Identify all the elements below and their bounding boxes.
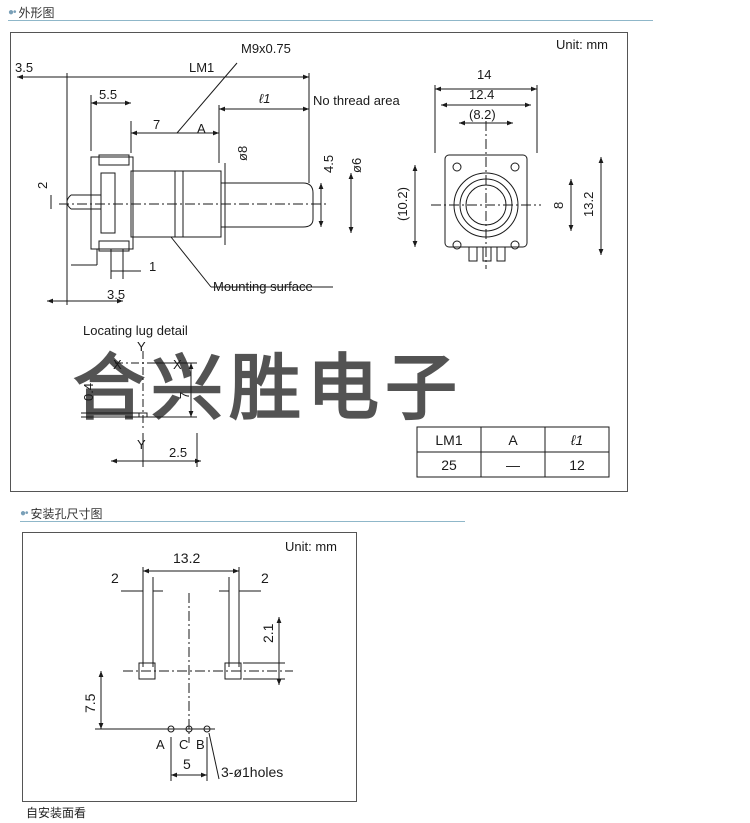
view-note: 自安装面看	[26, 806, 87, 820]
dim-a: A	[197, 121, 206, 136]
dim-7: 7	[153, 117, 160, 132]
lug-detail-title: Locating lug detail	[83, 323, 188, 338]
table-header-l1: ℓ1	[570, 432, 583, 448]
dim-8-2: (8.2)	[469, 107, 496, 122]
section-title-mounting: 安装孔尺寸图	[30, 507, 103, 521]
section-title-outline: 外形图	[18, 6, 55, 20]
dim-13-2: 13.2	[581, 192, 596, 217]
lug-y-top: Y	[137, 339, 146, 354]
dim-2-left: 2	[111, 570, 119, 586]
dim-5: 5	[183, 756, 191, 772]
bullet-icon: ●•	[20, 508, 28, 519]
thread-label: M9x0.75	[241, 41, 291, 56]
pin-c-label: C	[179, 737, 188, 752]
dim-1: 1	[149, 259, 156, 274]
lug-detail	[81, 351, 201, 467]
dim-13-2-mount: 13.2	[173, 550, 200, 566]
lug-dim-7: 7	[177, 392, 192, 399]
section-divider	[8, 20, 653, 21]
dim-2-right: 2	[261, 570, 269, 586]
lug-y-bottom: Y	[137, 437, 146, 452]
bullet-icon: ●•	[8, 7, 16, 18]
table-cell-l1: 12	[569, 457, 585, 473]
dim-8: 8	[551, 202, 566, 209]
unit-label: Unit: mm	[285, 539, 337, 554]
dim-14: 14	[477, 67, 491, 82]
table-header-lm1: LM1	[435, 432, 462, 448]
holes-label: 3-ø1holes	[221, 764, 283, 780]
no-thread-label: No thread area	[313, 93, 400, 108]
dim-7-5: 7.5	[82, 693, 98, 713]
dim-4-5: 4.5	[321, 155, 336, 173]
table-cell-lm1: 25	[441, 457, 457, 473]
mounting-surface-label: Mounting surface	[213, 279, 313, 294]
dim-phi6: ø6	[349, 158, 364, 173]
spec-table	[416, 426, 610, 478]
lug-x-left: X	[113, 357, 122, 372]
dim-0-4: 0.4	[81, 383, 96, 401]
dim-2: 2	[35, 182, 50, 189]
table-cell-a: —	[506, 457, 520, 473]
table-header-a: A	[508, 432, 518, 448]
watermark-text: 合兴胜电子	[73, 349, 463, 429]
pin-a-label: A	[156, 737, 165, 752]
dim-l1: ℓ1	[259, 91, 270, 106]
dim-lm1: LM1	[189, 60, 214, 75]
section-divider	[20, 521, 465, 522]
lug-x-right: X	[173, 357, 182, 372]
dim-phi8: ø8	[235, 146, 250, 161]
mounting-hole-drawing: Unit: mm 13.2 2 2 2.1 7.5 A C B 5 3-ø1ho…	[82, 539, 337, 781]
dim-2-5: 2.5	[169, 445, 187, 460]
dim-3-5-top: 3.5	[15, 60, 33, 75]
dim-5-5: 5.5	[99, 87, 117, 102]
front-view	[412, 85, 604, 269]
mounting-hole-panel: Unit: mm 13.2 2 2 2.1 7.5 A C B 5 3-ø1ho…	[22, 532, 357, 802]
outline-drawing: Unit: mm	[15, 37, 610, 478]
dim-3-5-bottom: 3.5	[107, 287, 125, 302]
section-header-outline: ●• 外形图	[8, 4, 55, 21]
dim-12-4: 12.4	[469, 87, 494, 102]
dim-2-1: 2.1	[260, 623, 276, 643]
outline-drawing-panel: Unit: mm	[10, 32, 628, 492]
unit-label: Unit: mm	[556, 37, 608, 52]
section-header-mounting: ●• 安装孔尺寸图	[20, 505, 103, 522]
pin-b-label: B	[196, 737, 205, 752]
dim-10-2: (10.2)	[395, 187, 410, 221]
side-view	[17, 62, 354, 305]
